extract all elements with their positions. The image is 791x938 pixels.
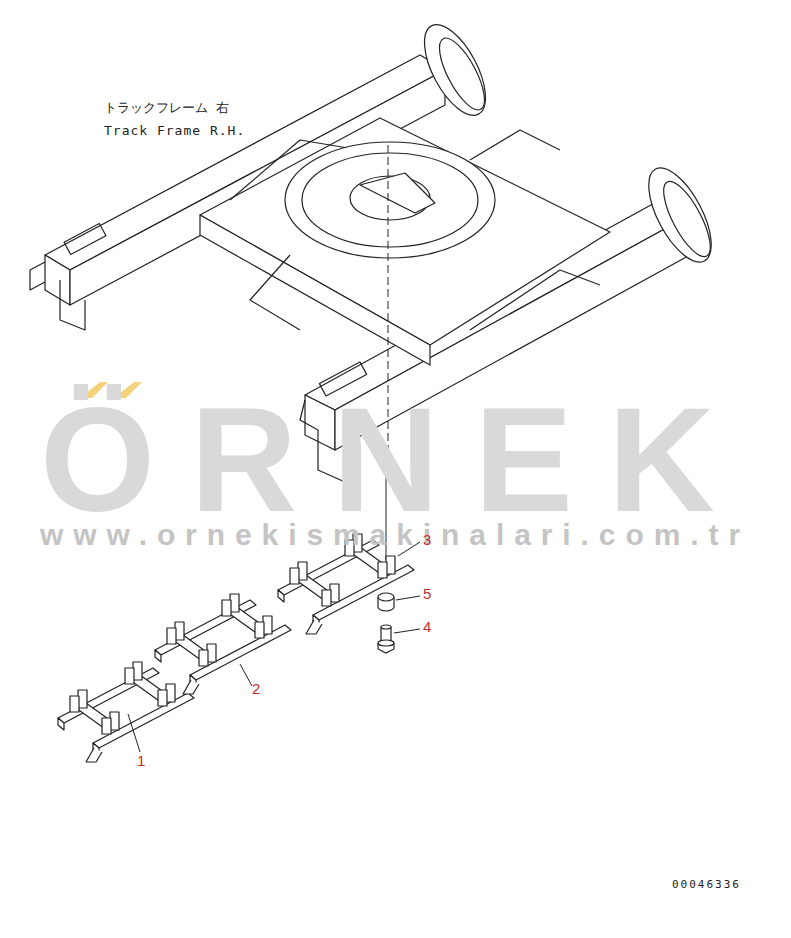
watermark-url: www.ornekismakinalari.com.tr xyxy=(40,520,750,550)
callout-number: 5 xyxy=(423,586,431,601)
drawing-number: 00046336 xyxy=(672,879,741,890)
part-title: Track Frame R.H. xyxy=(104,124,245,137)
callout-number: 4 xyxy=(423,619,431,634)
callout-number: 2 xyxy=(252,681,260,696)
callout-number: 1 xyxy=(137,753,145,768)
callout-number: 3 xyxy=(423,532,431,547)
part-title-jp: トラックフレーム 右 xyxy=(104,101,229,114)
watermark: ÖRNEK xyxy=(40,386,750,534)
